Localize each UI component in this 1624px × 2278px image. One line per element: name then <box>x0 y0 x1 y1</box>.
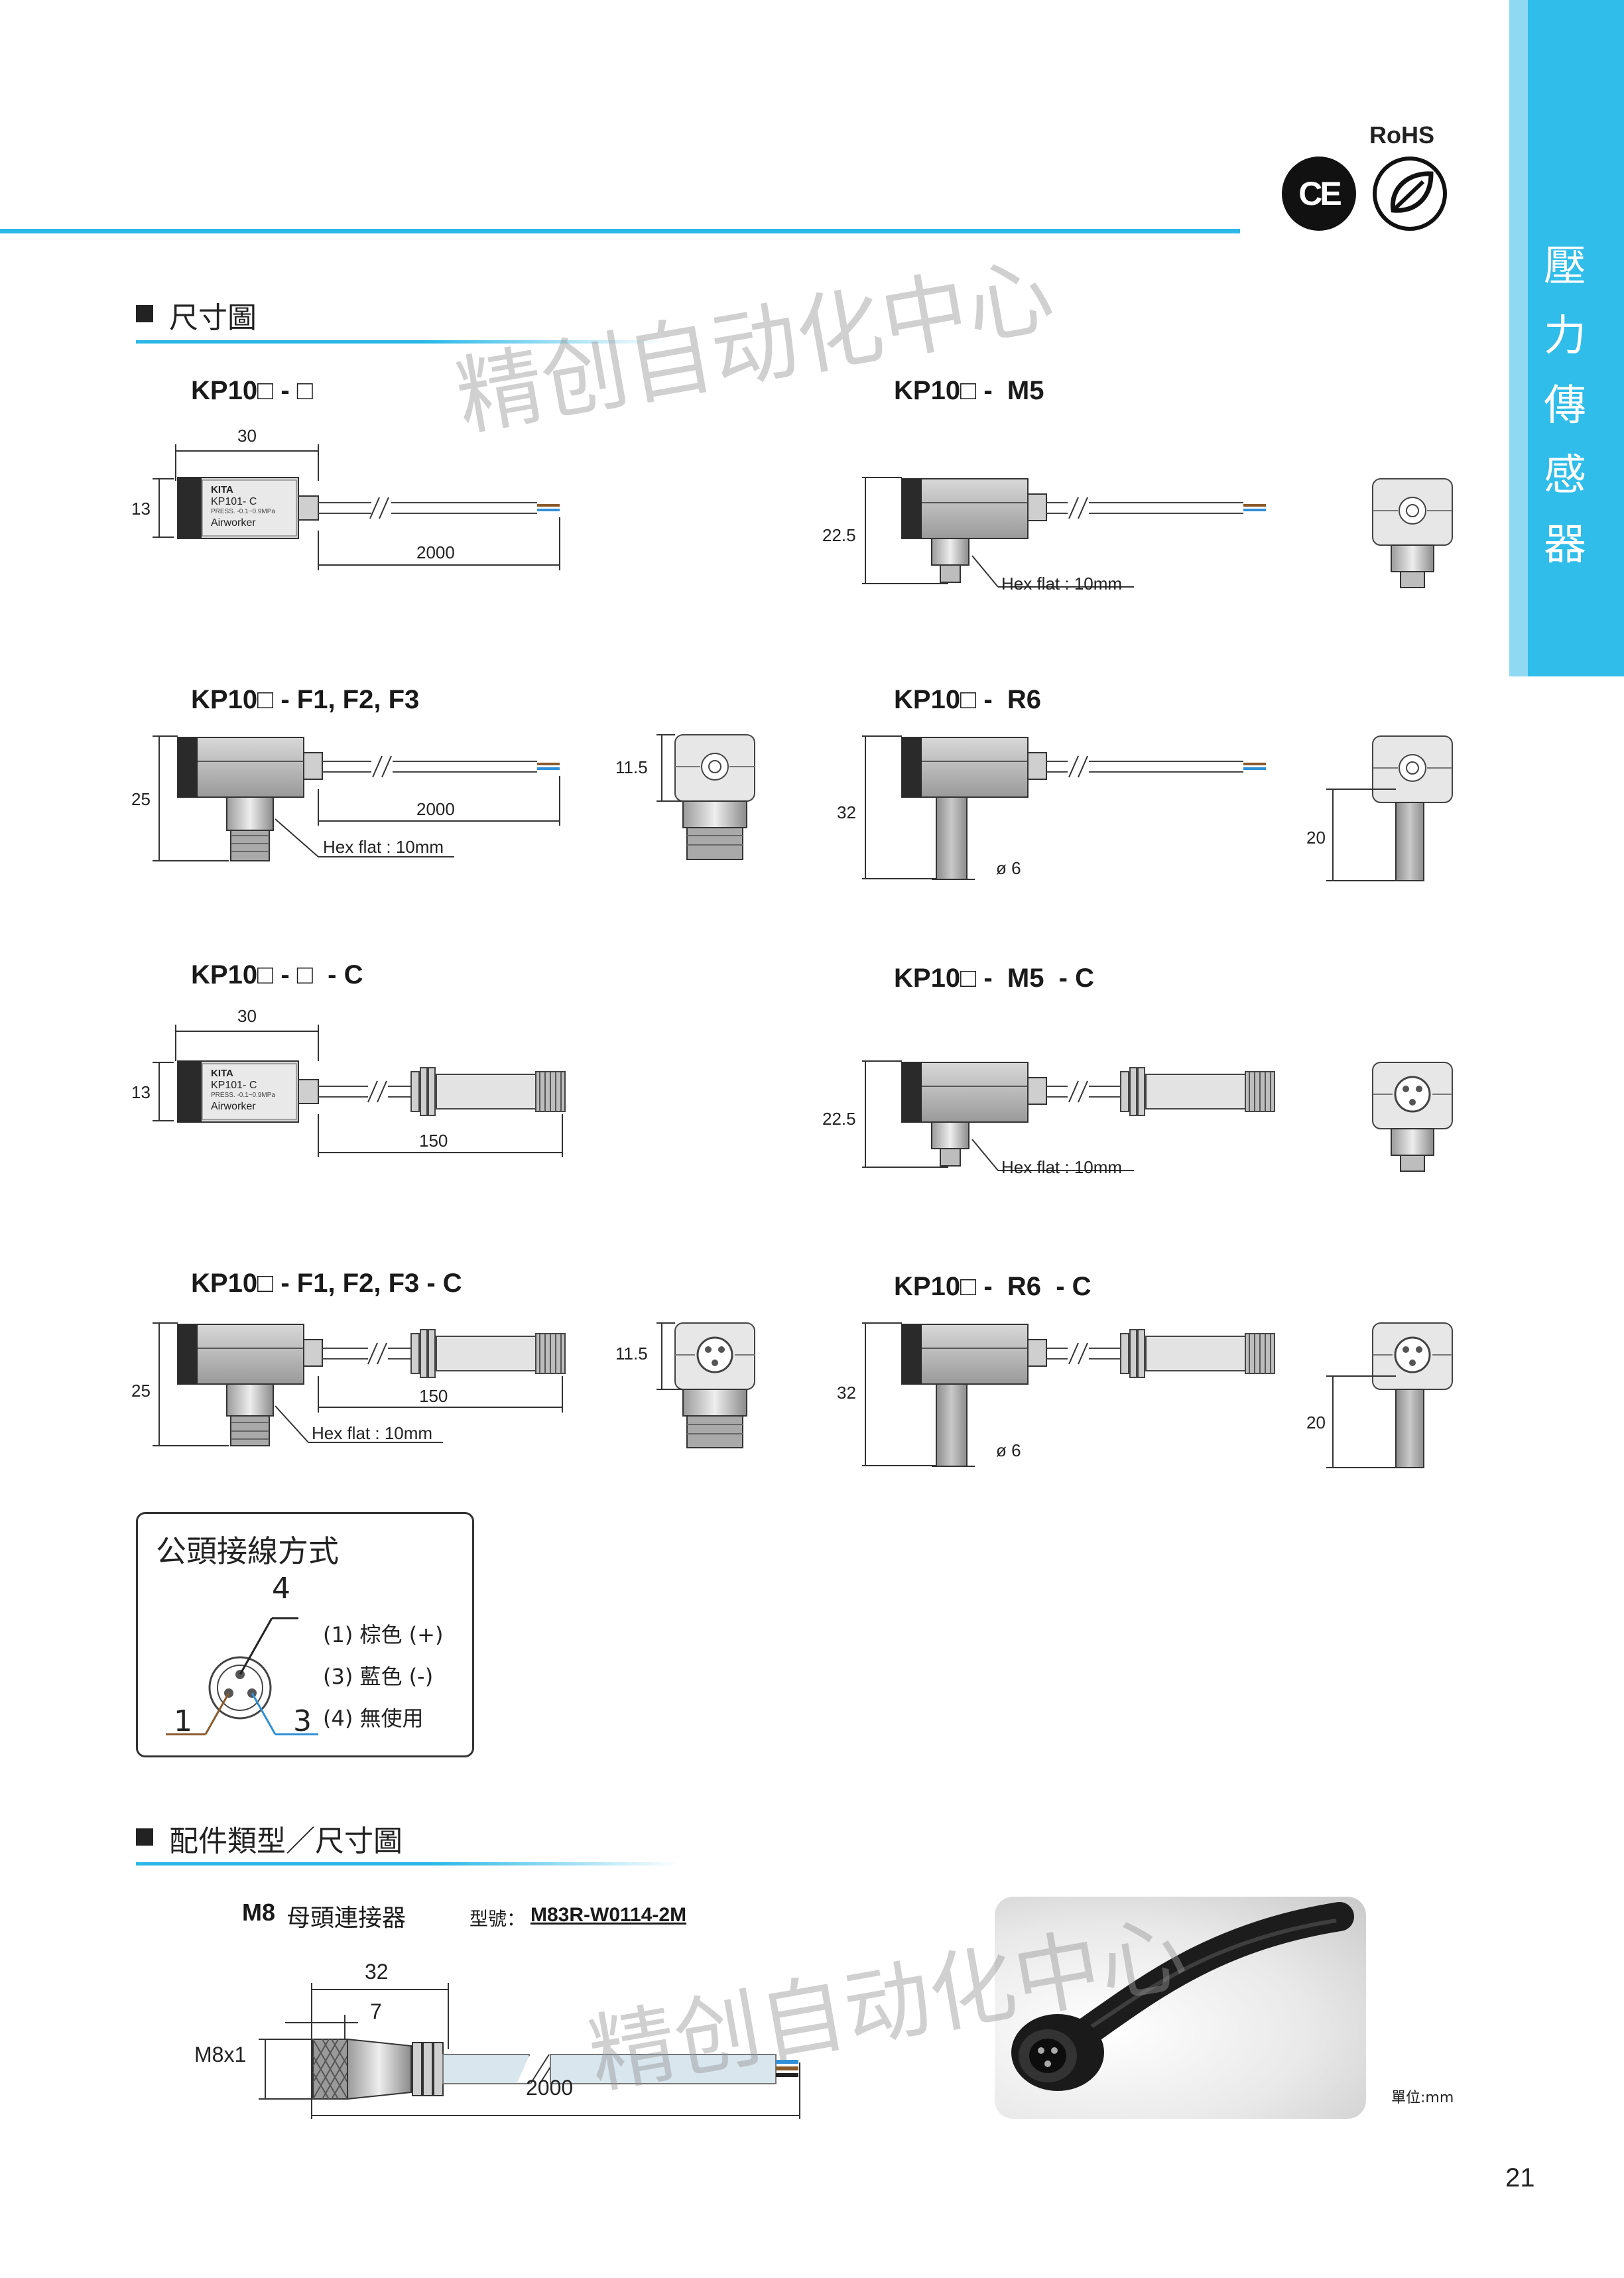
dim-cable-length: 2000 <box>416 542 455 562</box>
accessory-name: 母頭連接器 <box>286 1905 406 1932</box>
accessory-prefix: M8 <box>242 1899 276 1926</box>
pin-1-label: 1 <box>174 1704 192 1738</box>
dim-length: 30 <box>237 1006 257 1026</box>
wiring-line-4: (4) 無使用 <box>323 1706 424 1731</box>
wiring-line-1: (1) 棕色 (+) <box>323 1622 444 1647</box>
rohs-leaf-icon <box>1373 157 1447 231</box>
model-title: KP10□ - R6 - C <box>894 1272 1092 1301</box>
drawing-kp10-r6 <box>862 735 1453 881</box>
model-title: KP10□ - F1, F2, F3 - C <box>191 1269 462 1298</box>
dim-accessory-cable: 2000 <box>526 2076 574 2100</box>
dim-hex-flat: Hex flat : 10mm <box>1001 1157 1123 1177</box>
dim-accessory-length: 32 <box>365 1960 389 1984</box>
dim-rod-diameter: ø 6 <box>996 1440 1021 1460</box>
device-press: PRESS. -0.1~0.9MPa <box>211 1092 275 1099</box>
dim-height: 25 <box>131 1381 151 1401</box>
section-title-dimensions: 尺寸圖 <box>169 301 257 335</box>
device-press: PRESS. -0.1~0.9MPa <box>211 508 275 515</box>
dim-height: 22.5 <box>822 1109 856 1129</box>
dim-hex-flat: Hex flat : 10mm <box>312 1423 433 1443</box>
section-title-accessories: 配件類型／尺寸圖 <box>169 1824 403 1858</box>
side-tab-char: 力 <box>1544 312 1586 361</box>
side-tab-char: 傳 <box>1544 381 1586 430</box>
device-maker: Airworker <box>211 1101 256 1112</box>
dim-accessory-nut: 7 <box>370 1999 382 2023</box>
device-model: KP101- C <box>211 496 257 507</box>
section-underline <box>136 340 666 344</box>
model-title: KP10□ - □ <box>191 376 313 405</box>
drawing-kp10-f <box>153 734 755 861</box>
dim-accessory-thread: M8x1 <box>194 2043 247 2066</box>
dim-height: 13 <box>131 499 151 519</box>
dim-side-height: 11.5 <box>615 1344 648 1363</box>
model-title: KP10□ - □ - C <box>191 960 363 989</box>
drawing-kp10-r6-c <box>862 1322 1454 1468</box>
section-underline <box>136 1862 680 1866</box>
drawing-kp10-m5 <box>862 477 1453 588</box>
model-title: KP10□ - F1, F2, F3 <box>191 685 420 714</box>
drawing-kp10-basic-c <box>153 1025 566 1157</box>
dim-side-height: 20 <box>1306 1413 1326 1432</box>
dim-height: 32 <box>837 1383 856 1403</box>
drawing-kp10-basic <box>153 444 560 570</box>
device-brand: KITA <box>211 1068 233 1079</box>
top-rule <box>0 229 1240 233</box>
dim-height: 32 <box>837 802 856 822</box>
rohs-label: RoHS <box>1369 121 1434 149</box>
dim-side-height: 20 <box>1306 828 1326 848</box>
drawing-kp10-m5-c <box>862 1060 1454 1172</box>
dim-side-height: 11.5 <box>615 757 648 777</box>
male-connector-pin-diagram <box>166 1617 318 1736</box>
section-bullet <box>136 1828 153 1846</box>
m8-female-connector-drawing <box>259 1983 800 2119</box>
dim-height: 13 <box>131 1082 151 1102</box>
connector-photo <box>995 1897 1366 2119</box>
dim-rod-diameter: ø 6 <box>996 858 1021 878</box>
dim-height: 22.5 <box>822 525 856 545</box>
side-tab-char: 壓 <box>1544 242 1586 291</box>
dim-length: 30 <box>237 426 257 446</box>
accessory-model-number: M83R-W0114-2M <box>531 1904 687 1926</box>
pin-3-label: 3 <box>293 1704 312 1738</box>
dim-hex-flat: Hex flat : 10mm <box>323 837 444 857</box>
side-tab-char: 器 <box>1544 521 1586 570</box>
wiring-line-3: (3) 藍色 (-) <box>323 1664 434 1689</box>
wiring-box <box>136 1512 474 1757</box>
pin-4-label: 4 <box>272 1572 290 1606</box>
ce-mark-icon: CE <box>1282 157 1356 231</box>
device-brand: KITA <box>211 484 233 495</box>
model-title: KP10□ - M5 - C <box>894 964 1094 993</box>
dim-cable-length: 150 <box>419 1386 448 1406</box>
dim-hex-flat: Hex flat : 10mm <box>1001 574 1123 594</box>
model-title: KP10□ - R6 <box>894 685 1042 714</box>
accessory-model-label: 型號： <box>469 1908 526 1930</box>
device-model: KP101- C <box>211 1080 257 1091</box>
section-bullet <box>136 305 153 322</box>
side-category-tab <box>1509 0 1624 676</box>
dim-cable-length: 2000 <box>416 799 455 819</box>
wiring-title: 公頭接線方式 <box>156 1533 339 1569</box>
unit-label: 單位:mm <box>1391 2090 1454 2106</box>
page-number: 21 <box>1505 2163 1535 2192</box>
drawing-kp10-f-c <box>153 1322 756 1448</box>
dim-height: 25 <box>131 789 151 809</box>
model-title: KP10□ - M5 <box>894 376 1044 405</box>
device-maker: Airworker <box>211 517 256 529</box>
side-tab-char: 感 <box>1544 451 1586 500</box>
dim-cable-length: 150 <box>419 1131 448 1151</box>
